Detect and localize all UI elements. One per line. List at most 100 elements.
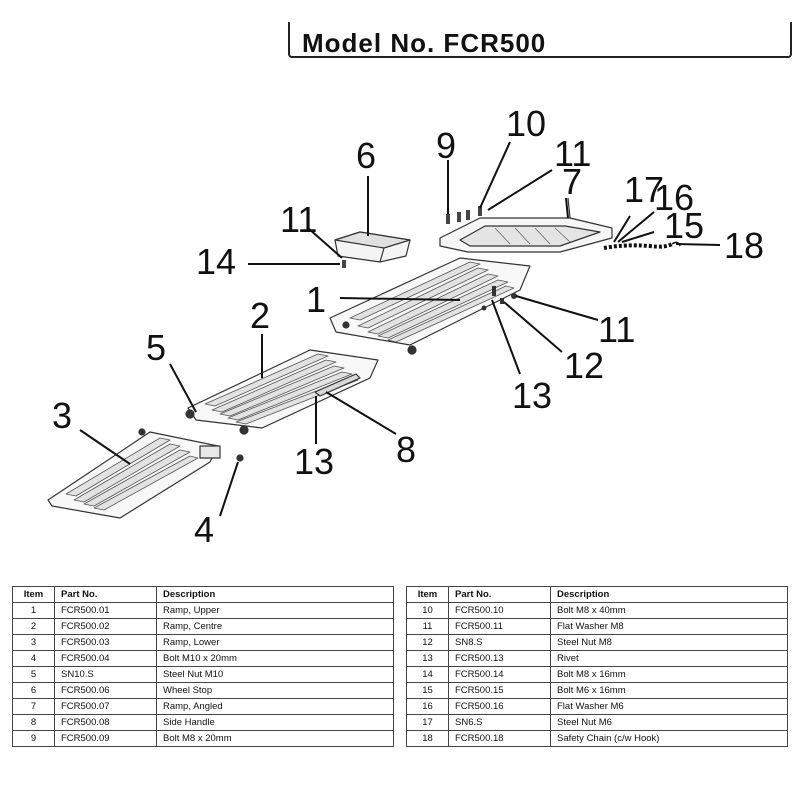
cell-description: Safety Chain (c/w Hook) (550, 730, 788, 747)
callout-15: 15 (664, 205, 704, 246)
cell-item: 13 (406, 650, 449, 667)
callout-11c: 11 (598, 309, 635, 350)
cell-item: 11 (406, 618, 449, 635)
cell-part-no: SN8.S (448, 634, 551, 651)
callout-14: 14 (196, 241, 236, 282)
cell-part-no: FCR500.07 (54, 698, 157, 715)
callout-7: 7 (562, 161, 582, 202)
callout-1: 1 (306, 279, 326, 320)
ramp-upper-part (329, 257, 531, 355)
cell-item: 5 (12, 666, 55, 683)
cell-description: Side Handle (156, 714, 394, 731)
cell-part-no: FCR500.18 (448, 730, 551, 747)
cell-part-no: FCR500.08 (54, 714, 157, 731)
callout-6: 6 (356, 135, 376, 176)
cell-item: 12 (406, 634, 449, 651)
cell-item: 8 (12, 714, 55, 731)
cell-item: 4 (12, 650, 55, 667)
cell-description: Rivet (550, 650, 788, 667)
cell-description: Steel Nut M6 (550, 714, 788, 731)
cell-item: 9 (12, 730, 55, 747)
callout-11b: 11 (280, 199, 317, 240)
wheel-stop-part (334, 231, 411, 268)
cell-part-no: SN6.S (448, 714, 551, 731)
table-header-row: Item Part No. Description (12, 586, 394, 603)
cell-description: Flat Washer M6 (550, 698, 788, 715)
cell-description: Bolt M10 x 20mm (156, 650, 394, 667)
header-part-no: Part No. (54, 586, 157, 603)
cell-description: Steel Nut M8 (550, 634, 788, 651)
cell-description: Bolt M8 x 20mm (156, 730, 394, 747)
callout-13b: 13 (294, 441, 334, 482)
cell-part-no: SN10.S (54, 666, 157, 683)
cell-item: 10 (406, 602, 449, 619)
callout-3: 3 (52, 395, 72, 436)
ramp-angled-part (439, 197, 613, 253)
cell-description: Bolt M6 x 16mm (550, 682, 788, 699)
cell-part-no: FCR500.04 (54, 650, 157, 667)
safety-chain-part (603, 241, 681, 250)
cell-description: Flat Washer M8 (550, 618, 788, 635)
cell-item: 15 (406, 682, 449, 699)
header-item: Item (12, 586, 55, 603)
cell-part-no: FCR500.15 (448, 682, 551, 699)
cell-description: Ramp, Centre (156, 618, 394, 635)
callout-17: 17 (624, 169, 664, 210)
callout-labels: 1 2 3 4 5 6 7 8 9 10 11 11 11 12 13 13 1… (52, 103, 764, 550)
cell-part-no: FCR500.13 (448, 650, 551, 667)
callout-13a: 13 (512, 375, 552, 416)
cell-part-no: FCR500.11 (448, 618, 551, 635)
header-part-no: Part No. (448, 586, 551, 603)
header-description: Description (156, 586, 394, 603)
cell-item: 17 (406, 714, 449, 731)
callout-2: 2 (250, 295, 270, 336)
callout-10: 10 (506, 103, 546, 144)
cell-description: Ramp, Upper (156, 602, 394, 619)
callout-16: 16 (654, 177, 694, 218)
cell-item: 3 (12, 634, 55, 651)
ramp-lower-part (47, 428, 244, 519)
model-header-box: Model No. FCR500 (288, 22, 792, 58)
leader-lines (79, 141, 721, 517)
callout-12: 12 (564, 345, 604, 386)
cell-item: 6 (12, 682, 55, 699)
cell-description: Bolt M8 x 40mm (550, 602, 788, 619)
header-description: Description (550, 586, 788, 603)
cell-item: 16 (406, 698, 449, 715)
cell-description: Ramp, Lower (156, 634, 394, 651)
cell-item: 2 (12, 618, 55, 635)
cell-item: 1 (12, 602, 55, 619)
cell-description: Steel Nut M10 (156, 666, 394, 683)
hardware-fasteners (481, 286, 517, 311)
cell-part-no: FCR500.02 (54, 618, 157, 635)
cell-part-no: FCR500.09 (54, 730, 157, 747)
cell-description: Bolt M8 x 16mm (550, 666, 788, 683)
callout-18: 18 (724, 225, 764, 266)
model-number: Model No. FCR500 (302, 28, 547, 58)
cell-description: Ramp, Angled (156, 698, 394, 715)
callout-9: 9 (436, 125, 456, 166)
side-handle-part (314, 373, 361, 397)
callout-8: 8 (396, 429, 416, 470)
table-header-row: Item Part No. Description (406, 586, 788, 603)
header-item: Item (406, 586, 449, 603)
cell-item: 7 (12, 698, 55, 715)
cell-part-no: FCR500.14 (448, 666, 551, 683)
